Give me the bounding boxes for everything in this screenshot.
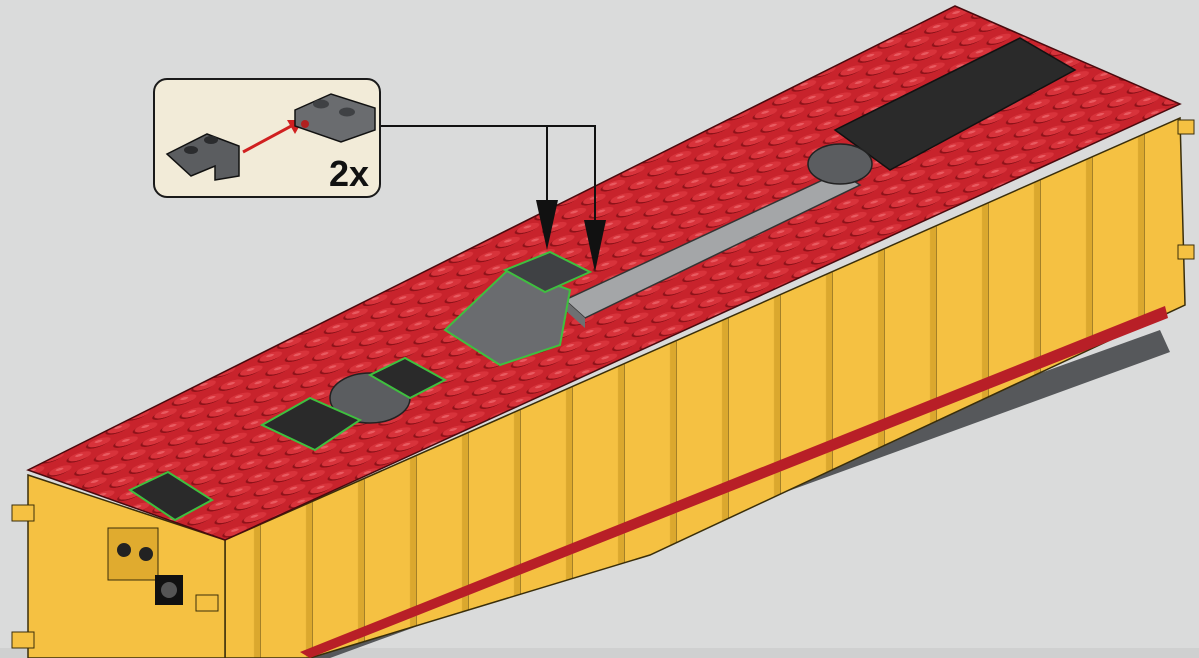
quantity-label: 2x: [329, 156, 369, 192]
parts-callout: 2x: [153, 78, 381, 198]
assembly-arrow-line: [243, 124, 295, 152]
bracket-stud-2: [204, 136, 218, 144]
result-part-icon: [295, 94, 375, 142]
result-pin-hole: [301, 120, 309, 128]
side-clip-rear-bottom: [1178, 245, 1194, 259]
bracket-stud-1: [184, 146, 198, 154]
end-pin-hole: [161, 582, 177, 598]
side-clip-front-bottom: [12, 632, 34, 648]
end-socket-2: [139, 547, 153, 561]
side-clip-front-top: [12, 505, 34, 521]
result-stud-2: [339, 108, 355, 117]
bracket-part-icon: [167, 134, 239, 180]
side-clip-rear-top: [1178, 120, 1194, 134]
result-stud-1: [313, 100, 329, 109]
side-clip-front-mid: [196, 595, 218, 611]
end-socket-1: [117, 543, 131, 557]
roof-round-plate-rear: [808, 144, 872, 184]
